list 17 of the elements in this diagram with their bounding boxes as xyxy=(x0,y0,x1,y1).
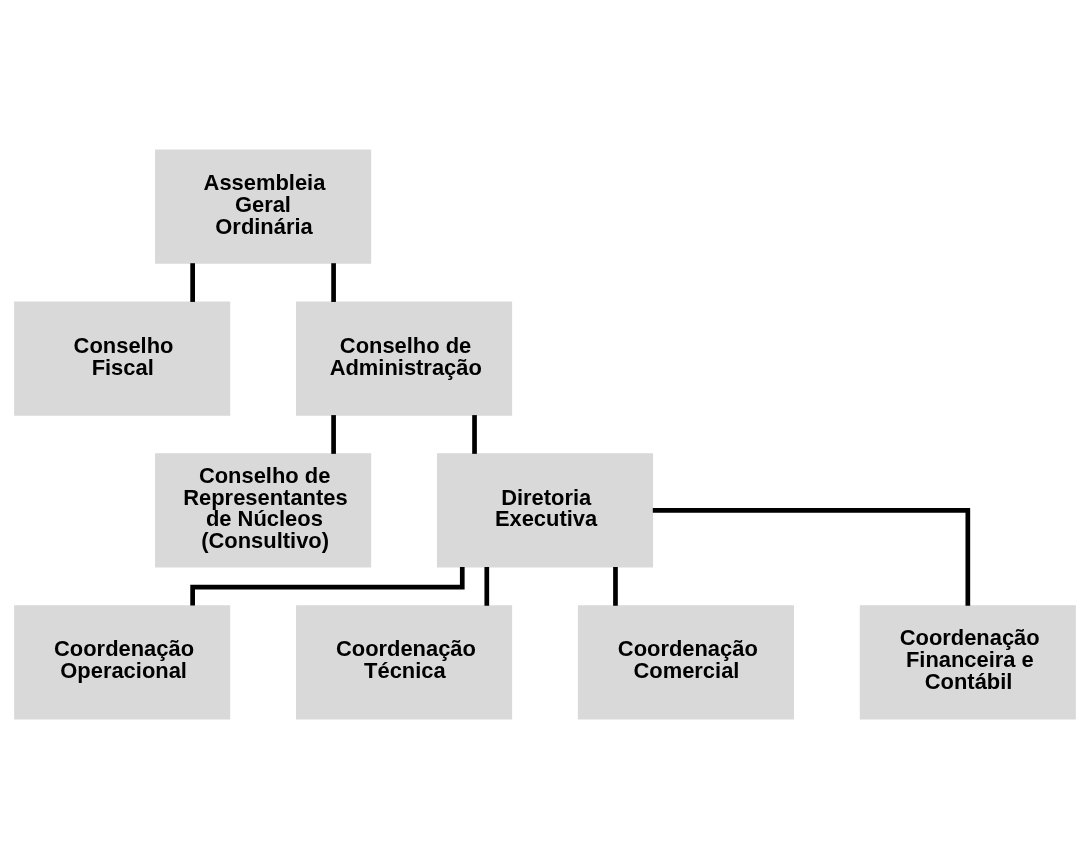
connector xyxy=(484,566,490,606)
connector xyxy=(613,566,618,606)
node-box: Diretoria Executiva xyxy=(436,452,654,568)
node-box: Coordenação Operacional xyxy=(14,604,231,720)
connector xyxy=(190,262,195,302)
connector xyxy=(190,566,465,605)
node-box: Conselho de Representantes de Núcleos (Consultivo) xyxy=(155,452,372,568)
node-box: Coordenação Financeira e Contábil xyxy=(859,604,1076,720)
node-box: Conselho de Administração xyxy=(296,300,513,416)
node-box: Coordenação Comercial xyxy=(577,604,794,720)
connector xyxy=(331,262,336,302)
node-box: Coordenação Técnica xyxy=(296,604,513,720)
connector xyxy=(472,414,477,454)
node-box: Conselho Fiscal xyxy=(14,300,231,416)
node-box: Assembleia Geral Ordinária xyxy=(155,148,372,264)
connector xyxy=(331,414,336,454)
connector xyxy=(652,507,971,606)
